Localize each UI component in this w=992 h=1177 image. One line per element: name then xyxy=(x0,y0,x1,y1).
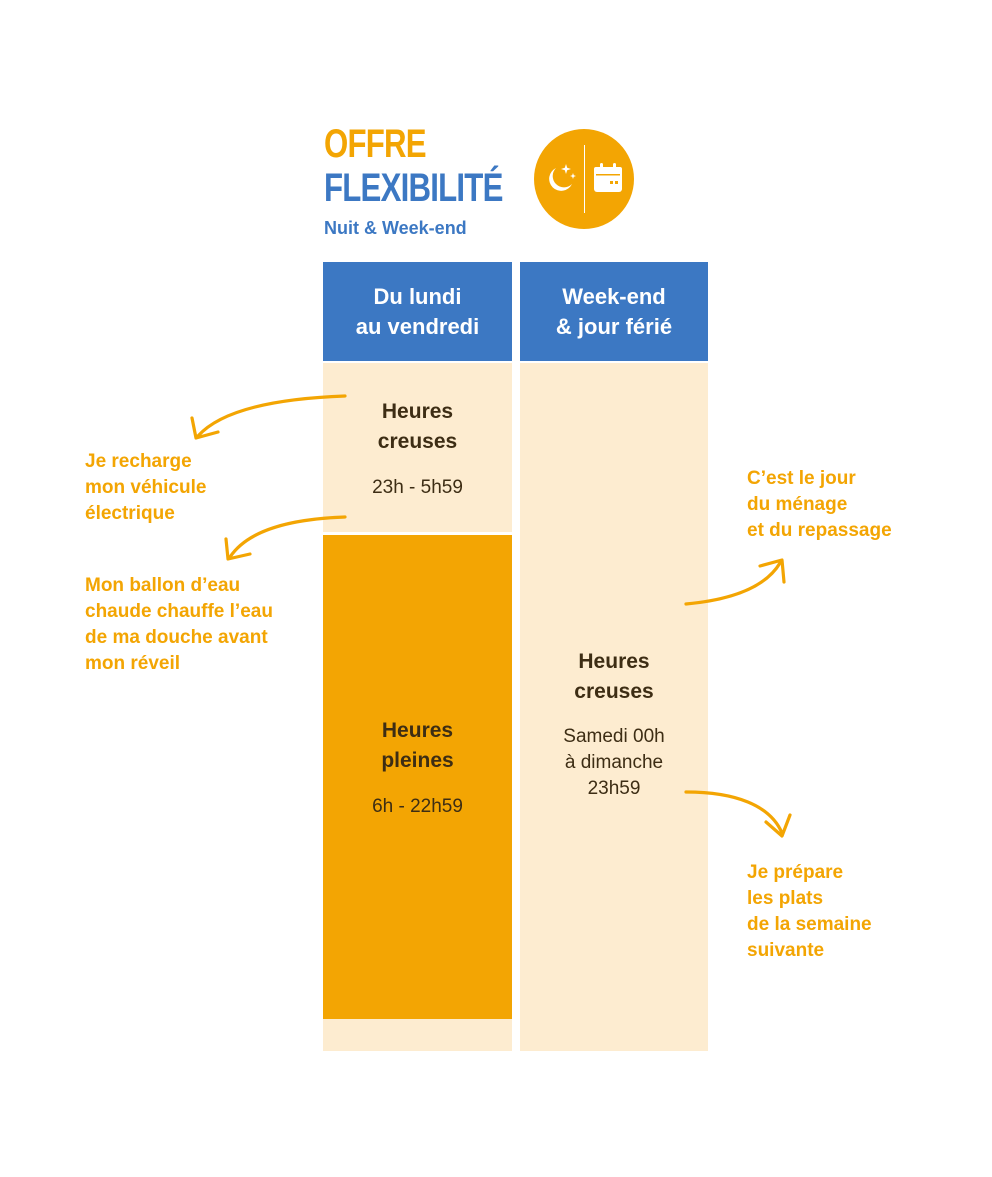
offer-subtitle: Nuit & Week-end xyxy=(324,218,467,238)
arrow-to-housework xyxy=(684,558,786,606)
weekday-header-label: Du lundi au vendredi xyxy=(355,283,480,339)
weekday-offpeak-label: Heures creuses xyxy=(377,400,458,453)
annotation-ev-charging: Je recharge mon véhicule électrique xyxy=(85,451,207,524)
weekday-offpeak-hours: 23h - 5h59 xyxy=(372,477,463,498)
weekday-peak-label: Heures pleines xyxy=(381,719,454,772)
badge-divider xyxy=(584,145,585,213)
arrow-to-water-heater xyxy=(224,515,347,561)
annotation-housework: C’est le jour du ménage et du repassage xyxy=(747,468,892,541)
annotation-meal-prep: Je prépare les plats de la semaine suiva… xyxy=(747,862,872,961)
weekday-peak-hours: 6h - 22h59 xyxy=(372,796,463,817)
annotation-water-heater: Mon ballon d’eau chaude chauffe l’eau de… xyxy=(85,575,273,674)
peak-hours-block xyxy=(323,535,512,1019)
offer-title-line2: FLEXIBILITÉ xyxy=(324,166,503,210)
offer-title-line1: OFFRE xyxy=(324,122,427,166)
arrow-to-ev-charging xyxy=(190,394,347,440)
weekend-offpeak-hours: Samedi 00h à dimanche 23h59 xyxy=(563,726,665,799)
weekday-column-header: Du lundi au vendredi xyxy=(323,262,512,361)
weekend-column-header: Week-end & jour férié xyxy=(520,262,708,361)
weekend-column xyxy=(520,363,708,1051)
weekend-offpeak-label: Heures creuses xyxy=(574,650,654,703)
moon-stars-icon xyxy=(549,164,576,191)
arrow-to-meal-prep xyxy=(684,790,792,838)
weekday-separator xyxy=(323,532,512,535)
weekend-header-label: Week-end & jour férié xyxy=(555,283,673,339)
calendar-icon xyxy=(594,163,622,192)
